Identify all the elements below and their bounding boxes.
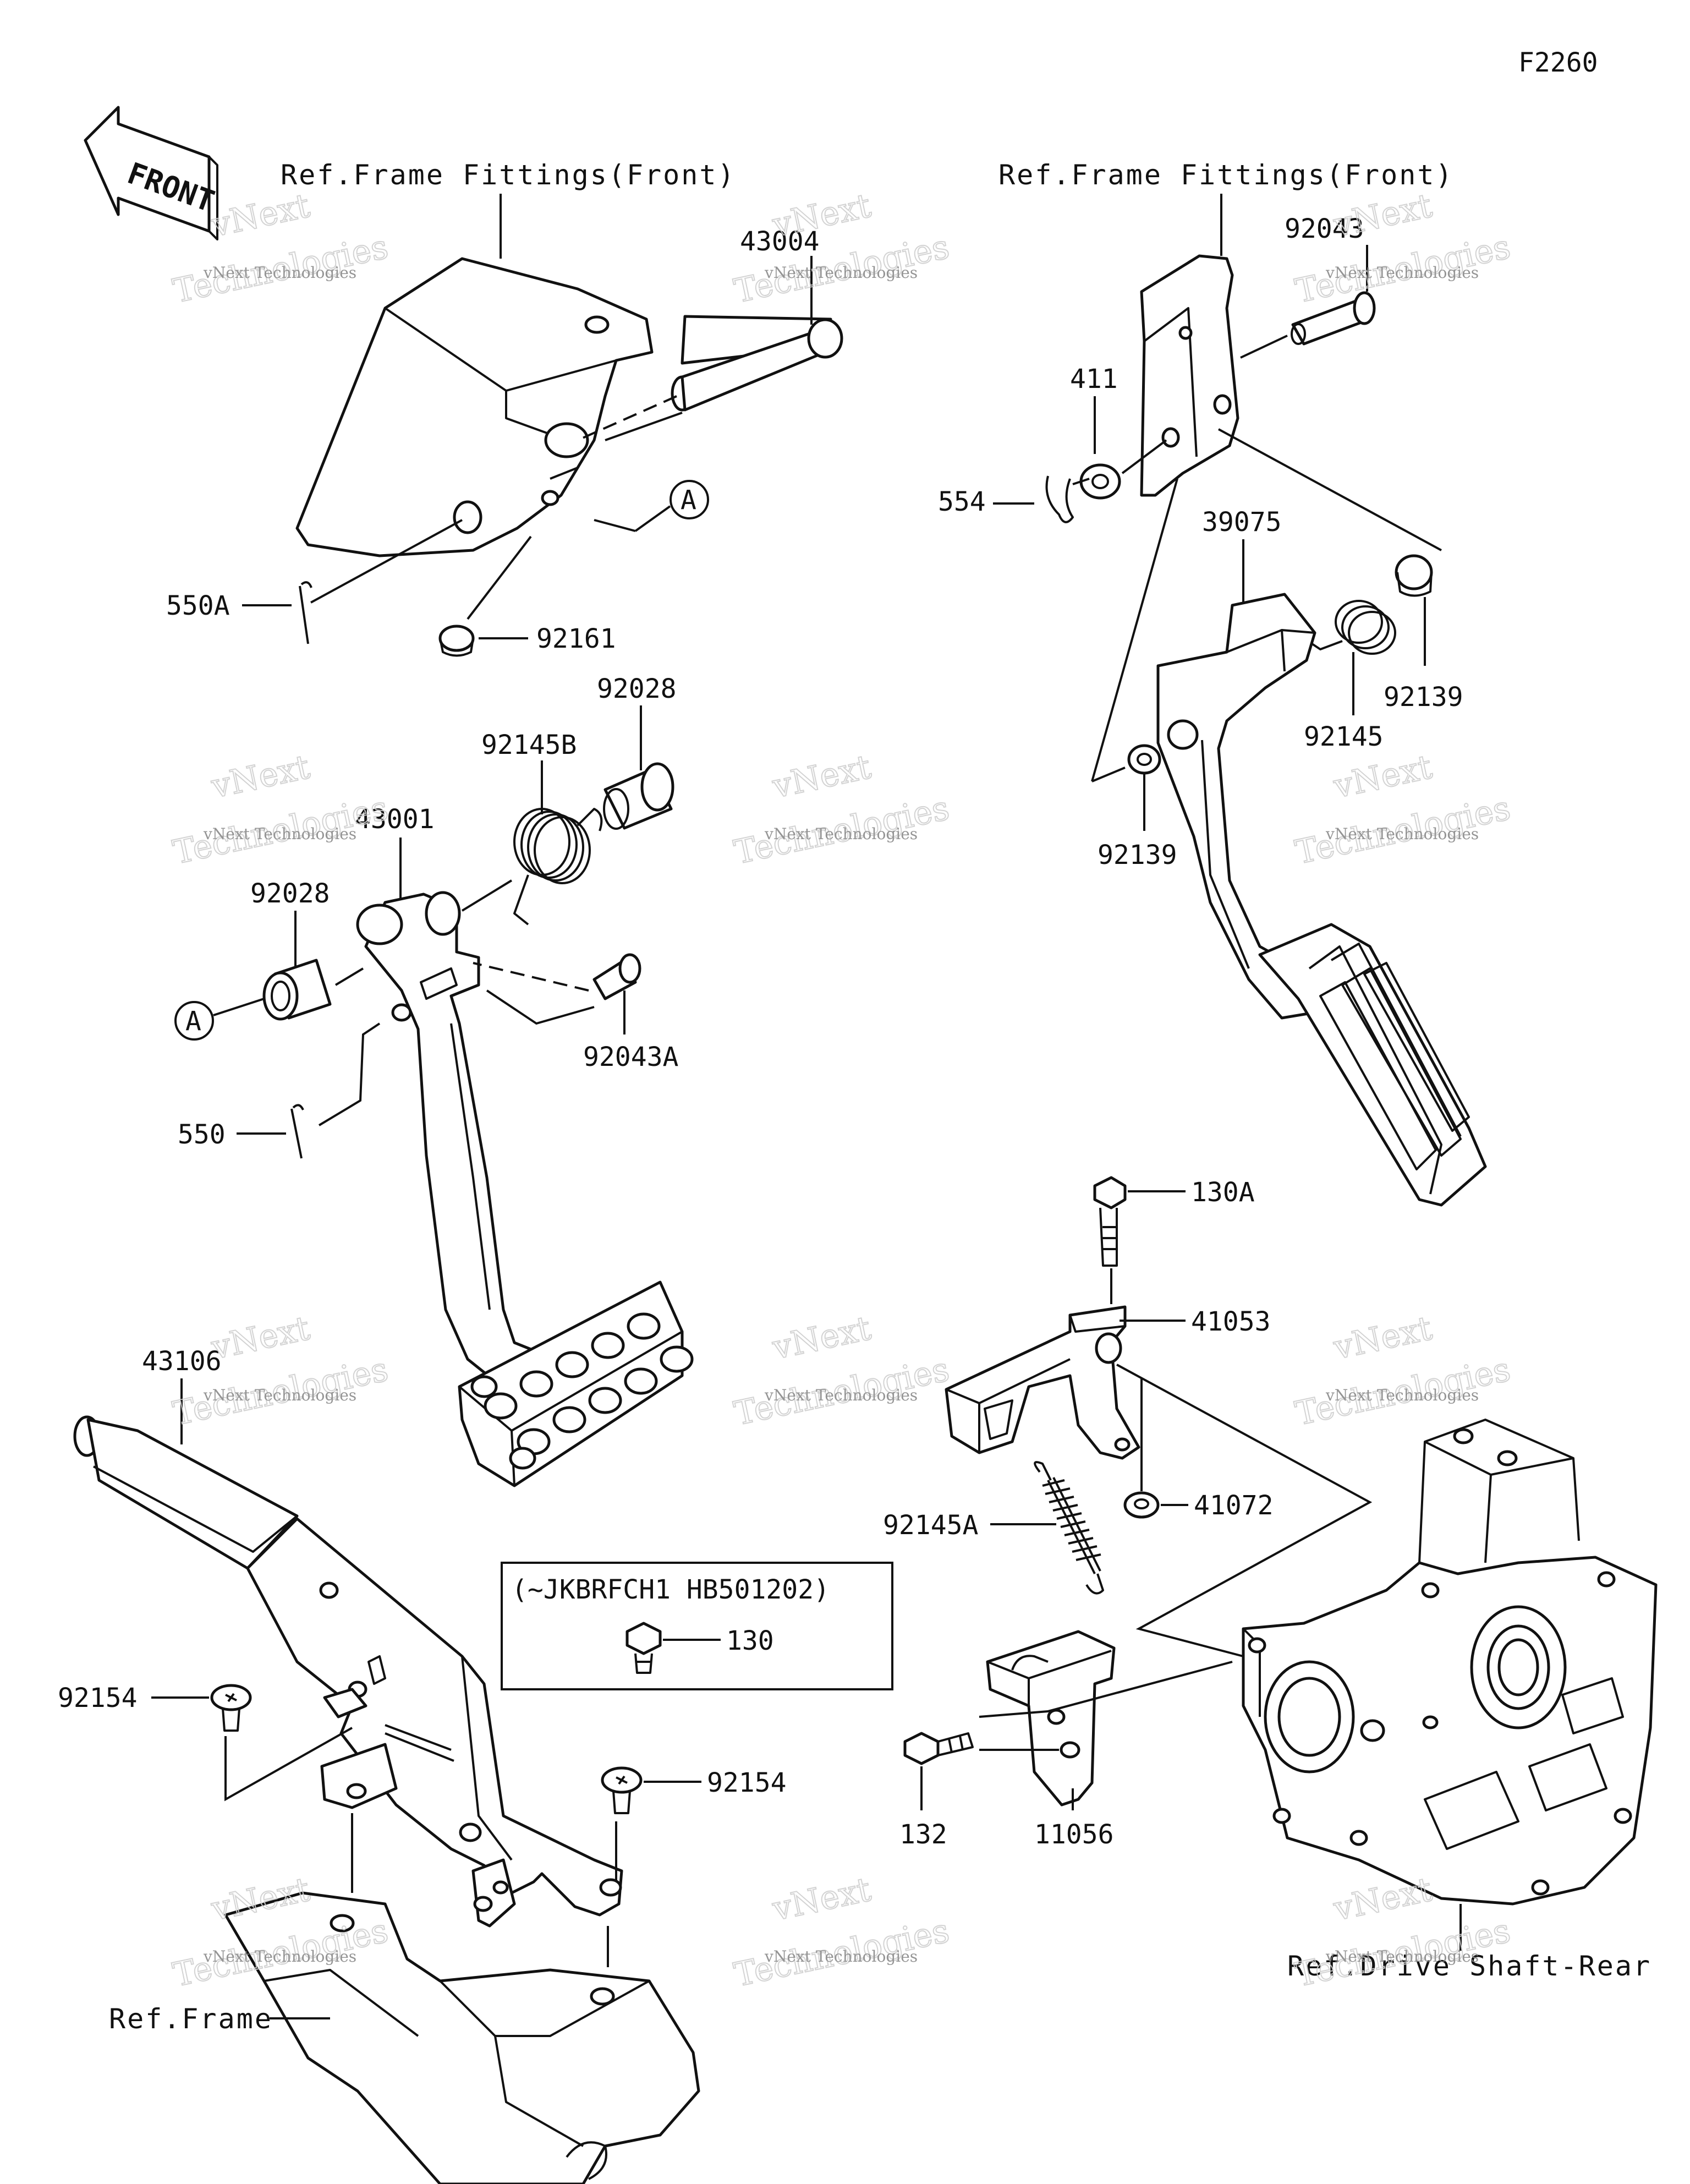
svg-text:vNext: vNext (769, 1870, 874, 1929)
svg-text:vNext Technologies: vNext Technologies (1325, 1386, 1479, 1404)
svg-text:vNext: vNext (1330, 748, 1435, 806)
part-41072-nut (1123, 1491, 1160, 1519)
svg-text:vNext: vNext (208, 748, 313, 806)
label-92161: 92161 (536, 623, 616, 654)
brake-pedal-bracket (295, 257, 654, 557)
part-43001-brake-pedal (356, 891, 596, 1388)
label-132: 132 (899, 1819, 947, 1850)
label-92139-left: 92139 (1098, 840, 1177, 871)
accelerator-pad (1258, 923, 1487, 1207)
svg-text:vNext Technologies: vNext Technologies (764, 264, 918, 282)
part-92043A-pin (592, 953, 641, 1000)
label-92028-left: 92028 (250, 878, 330, 909)
ref-frame-fittings-left: Ref.Frame Fittings(Front) (281, 159, 736, 191)
part-550-cotter-pin (290, 1104, 304, 1159)
label-39075: 39075 (1202, 507, 1282, 538)
part-41053-bracket (945, 1305, 1140, 1460)
label-41053: 41053 (1191, 1306, 1271, 1337)
label-92043A: 92043A (583, 1042, 678, 1072)
part-130A-bolt (1093, 1176, 1127, 1267)
part-92145-spring (1311, 600, 1396, 655)
part-132-bolt (903, 1732, 974, 1765)
svg-text:vNext: vNext (769, 1309, 874, 1367)
part-92154-bolt-right (601, 1766, 643, 1814)
label-130: 130 (726, 1625, 774, 1656)
label-550: 550 (178, 1119, 226, 1150)
label-92154-left: 92154 (58, 1683, 138, 1714)
svg-text:vNext Technologies: vNext Technologies (764, 1386, 918, 1404)
ref-circle-a-bottom-text: A (185, 1006, 201, 1037)
ref-frame-fittings-right: Ref.Frame Fittings(Front) (998, 159, 1454, 191)
label-92154-right: 92154 (707, 1767, 787, 1798)
label-92139-right: 92139 (1384, 682, 1463, 713)
serial-inset-box: (~JKBRFCH1 HB501202) (501, 1562, 893, 1690)
part-130-bolt (625, 1622, 662, 1674)
svg-text:vNext Technologies: vNext Technologies (203, 825, 356, 843)
svg-text:vNext: vNext (208, 1309, 313, 1367)
svg-text:vNext Technologies: vNext Technologies (203, 1386, 356, 1404)
part-92139-washer-left (1127, 719, 1199, 775)
ref-drive-shaft-rear: Ref.Drive Shaft-Rear (1287, 1950, 1651, 1982)
svg-text:vNext Technologies: vNext Technologies (203, 264, 356, 282)
label-554: 554 (938, 486, 986, 517)
label-43106: 43106 (142, 1346, 222, 1377)
figure-code: F2260 (1518, 47, 1598, 78)
part-43004-clevis-pin (671, 315, 843, 412)
svg-text:vNext: vNext (769, 748, 874, 806)
label-43004: 43004 (740, 226, 820, 257)
parking-brake-switch (471, 1858, 516, 1928)
part-92043-pin (1291, 291, 1376, 346)
svg-text:vNext: vNext (1330, 1309, 1435, 1367)
label-92043: 92043 (1285, 214, 1364, 244)
label-92028-top: 92028 (597, 674, 677, 704)
part-411-washer (1079, 463, 1121, 500)
svg-text:vNext Technologies: vNext Technologies (1325, 264, 1479, 282)
svg-text:vNext: vNext (769, 187, 874, 245)
part-92145A-spring (1034, 1461, 1104, 1595)
part-554-clip (1045, 475, 1074, 523)
part-92028-bushing-top (603, 762, 674, 830)
svg-text:vNext Technologies: vNext Technologies (1325, 825, 1479, 843)
label-550A: 550A (166, 590, 230, 621)
frame-member (224, 1891, 700, 2184)
drive-shaft-housing (1242, 1419, 1658, 1906)
ref-circle-a-top-text: A (681, 485, 696, 516)
ref-circle-a-bottom (174, 1001, 214, 1041)
ref-frame: Ref.Frame (109, 2003, 273, 2035)
label-130A: 130A (1191, 1177, 1255, 1208)
accelerator-bracket (1140, 254, 1239, 497)
front-arrow-icon: FRONT (84, 106, 219, 240)
brake-pedal-pad (458, 1280, 694, 1487)
part-92028-bushing-left (262, 959, 332, 1021)
svg-text:vNext: vNext (1330, 187, 1435, 245)
part-39075-accelerator-pedal (1156, 593, 1316, 1020)
part-92145B-spring (513, 808, 603, 926)
part-550A-cotter-pin (299, 581, 312, 644)
part-92139-bushing-right (1395, 554, 1433, 597)
serial-inset-note: (~JKBRFCH1 HB501202) (512, 1574, 830, 1605)
ref-circle-a-top (670, 480, 709, 519)
label-92145A: 92145A (883, 1510, 978, 1541)
part-92154-bolt-left (210, 1684, 252, 1732)
part-92161-nut (438, 625, 475, 657)
label-92145: 92145 (1304, 721, 1384, 752)
svg-text:vNext Technologies: vNext Technologies (203, 1947, 356, 1966)
label-411: 411 (1070, 364, 1118, 395)
svg-text:vNext: vNext (208, 187, 313, 245)
part-43106-parking-brake-lever (73, 1415, 623, 1917)
svg-text:vNext Technologies: vNext Technologies (764, 825, 918, 843)
svg-text:vNext Technologies: vNext Technologies (764, 1947, 918, 1966)
svg-text:vNext: vNext (1330, 1870, 1435, 1929)
svg-text:vNext Technologies: vNext Technologies (1325, 1947, 1479, 1966)
label-11056: 11056 (1034, 1819, 1114, 1850)
label-41072: 41072 (1194, 1490, 1274, 1521)
part-11056-bracket (986, 1630, 1116, 1807)
label-92145B: 92145B (481, 730, 577, 760)
label-43001: 43001 (355, 804, 435, 835)
